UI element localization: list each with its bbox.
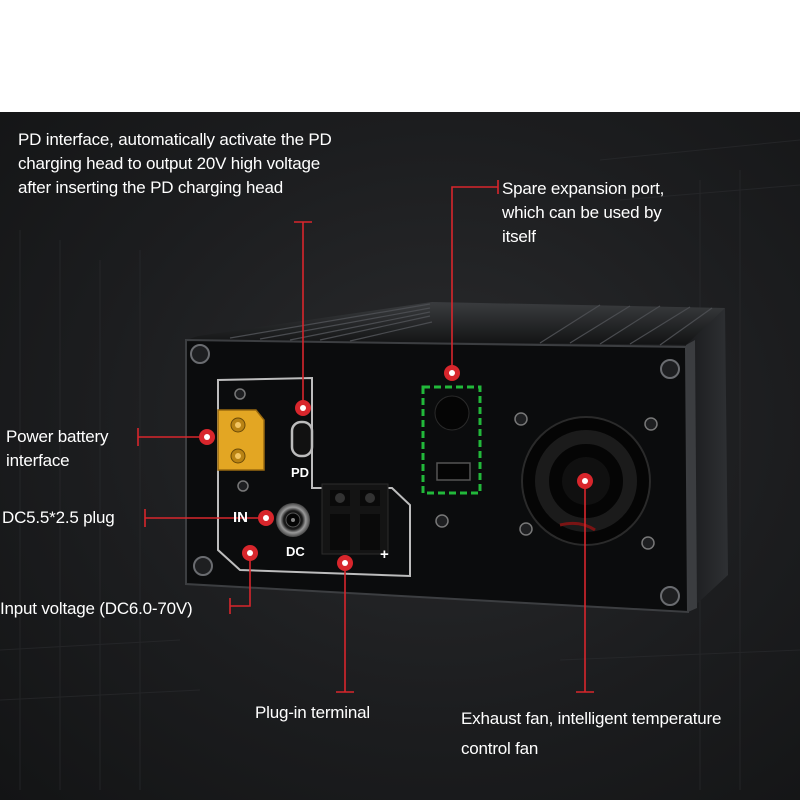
xt60-connector [217,409,265,471]
dc-barrel-jack [276,503,310,537]
spare-rect-port [436,462,471,481]
dc-panel-label: DC [286,544,305,559]
marker-pd [295,400,311,416]
label-plugin-terminal: Plug-in terminal [255,703,370,722]
label-spare-port: Spare expansion port, which can be used … [502,179,665,246]
marker-input [242,545,258,561]
plus-panel-label: + [380,546,389,563]
marker-terminal [337,555,353,571]
case-side [686,308,728,612]
pd-panel-label: PD [291,465,310,480]
terminal-block [321,483,389,555]
marker-spare [444,365,460,381]
case-top [186,302,725,346]
label-input-voltage: Input voltage (DC6.0-70V) [0,599,193,618]
corner-screws [190,344,680,606]
marker-fan [577,473,593,489]
leader-lines [137,180,594,693]
marker-xt60 [199,429,215,445]
marker-dc [258,510,274,526]
label-pd-interface: PD interface, automatically activate the… [18,130,332,197]
in-panel-label: IN [233,509,248,526]
callout-markers [199,365,593,571]
background-texture [0,139,800,790]
expansion-port-highlight [421,385,482,495]
label-exhaust-fan: Exhaust fan, intelligent temperature con… [461,709,722,758]
label-dc-plug: DC5.5*2.5 plug [2,508,115,527]
spare-round-port [434,395,470,431]
panel-outline [217,376,411,578]
label-power-battery: Power battery interface [6,427,109,470]
usb-c-port [290,420,314,458]
